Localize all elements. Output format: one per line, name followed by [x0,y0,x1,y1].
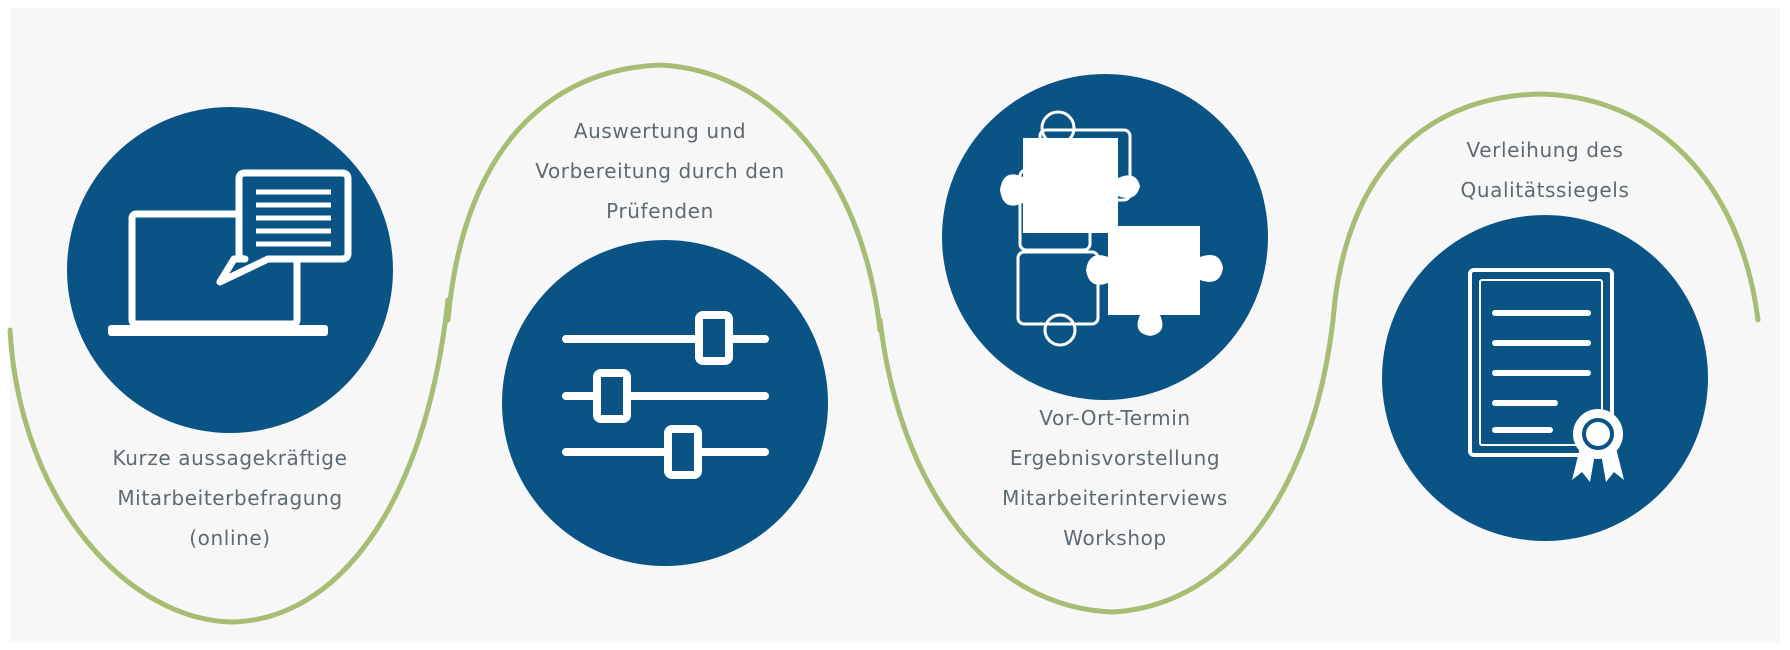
step-2-circle [502,240,828,566]
step-2-line-1: Auswertung und [573,119,747,143]
step-outlines [7,62,1761,625]
step-2-line-3: Prüfenden [606,199,714,223]
step-3-line-4: Workshop [1063,526,1167,550]
step-4-line-1: Verleihung des [1466,138,1624,162]
step-3-line-3: Mitarbeiterinterviews [1002,486,1228,510]
step-3-line-1: Vor-Ort-Termin [1039,406,1191,430]
step-2-text: Auswertung und Vorbereitung durch den Pr… [500,111,820,231]
step-4-outline [1332,91,1761,323]
step-1-line-2: Mitarbeiterbefragung [117,486,343,510]
step-3-line-2: Ergebnisvorstellung [1009,446,1221,470]
step-1-text: Kurze aussagekräftige Mitarbeiterbefragu… [70,438,390,558]
sliders-icon [562,311,769,479]
step-1-line-3: (online) [189,526,271,550]
step-3-outline [877,297,1338,615]
step-2-line-2: Vorbereitung durch den [535,159,785,183]
puzzle-icon [1000,110,1223,347]
certificate-icon [1468,268,1624,482]
step-3-circle [942,74,1268,400]
step-1-line-1: Kurze aussagekräftige [112,446,348,470]
step-1-outline [7,297,451,625]
step-3-text: Vor-Ort-Termin Ergebnisvorstellung Mitar… [955,398,1275,558]
step-2-outline [445,62,883,333]
laptop-chat-icon [108,169,352,336]
step-4-text: Verleihung des Qualitätssiegels [1385,130,1705,210]
step-4-circle [1382,215,1708,541]
step-4-line-2: Qualitätssiegels [1460,178,1630,202]
